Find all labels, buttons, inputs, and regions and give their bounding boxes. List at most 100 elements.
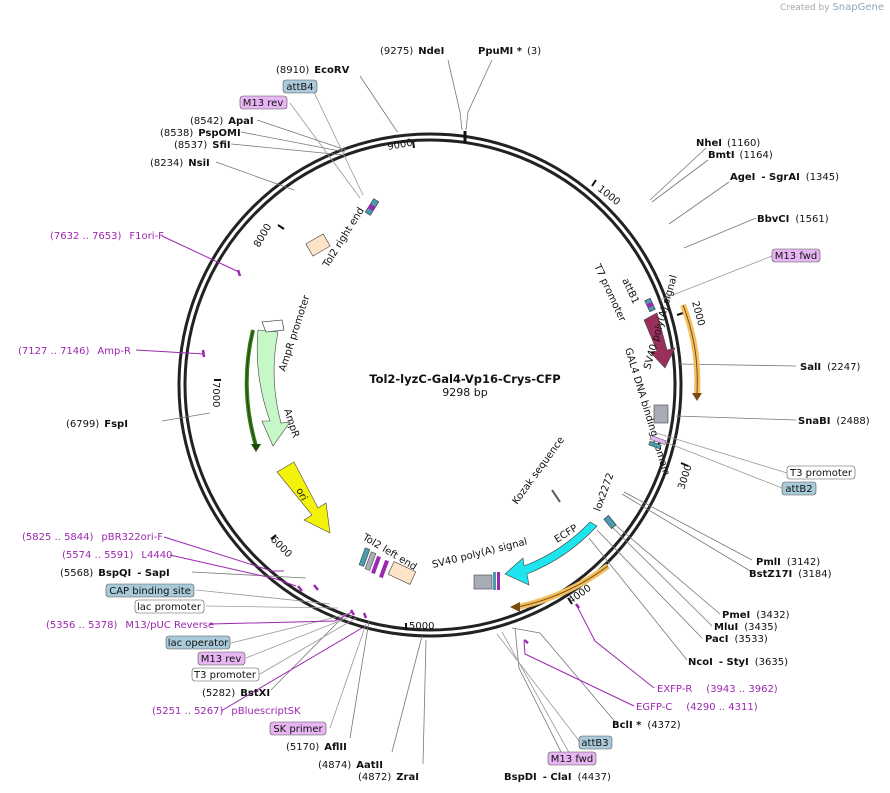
box-lac-operator: lac operator — [165, 635, 231, 650]
gal4-arrow — [643, 312, 676, 369]
svg-text:attB3: attB3 — [581, 738, 608, 749]
tick-8000: 8000 — [252, 222, 274, 250]
snapgene-credit: Created by SnapGene — [780, 2, 884, 13]
svg-text:T3 promoter: T3 promoter — [193, 670, 257, 681]
svg-text:M13 fwd: M13 fwd — [551, 754, 593, 765]
snapgene-logo: SnapGene — [832, 2, 884, 13]
svg-text:M13 rev: M13 rev — [201, 654, 242, 665]
box-m13fwd-right: M13 fwd — [771, 248, 821, 263]
tol2-right-box — [305, 233, 331, 257]
ampr-promoter-arrow — [261, 319, 285, 333]
box-m13rev-top: M13 rev — [239, 95, 288, 110]
site-aflii: (5170)AflII — [286, 742, 347, 753]
site-nhei: NheI(1160) — [696, 138, 760, 149]
primer-f1ori-f: (7632 .. 7653)F1ori-F — [50, 231, 164, 242]
box-sk-primer: SK primer — [269, 721, 327, 736]
ampr-promoter-label: AmpR promoter — [277, 293, 312, 373]
site-pmei: PmeI(3432) — [722, 610, 790, 621]
box-m13rev-bottom: M13 rev — [197, 651, 246, 666]
svg-text:attB2: attB2 — [785, 484, 812, 495]
site-pspomi: (8538)PspOMI — [160, 128, 241, 139]
boxed-labels: attB4 M13 rev M13 fwd T3 promoter attB2 … — [105, 79, 856, 766]
svg-text:attB4: attB4 — [286, 82, 313, 93]
tol2-right-label: Tol2 right end — [321, 206, 367, 271]
svg-text:T3 promoter: T3 promoter — [789, 468, 853, 479]
t7-label: T7 promoter — [591, 262, 628, 325]
site-bmti: BmtI(1164) — [708, 150, 773, 161]
sv40-bottom-box — [473, 574, 493, 590]
site-sfii: (8537)SfiI — [174, 140, 231, 151]
plasmid-name: Tol2-lyzC-Gal4-Vp16-Crys-CFP — [369, 372, 560, 386]
tol2-right-marks — [364, 198, 380, 216]
site-paci: PacI(3533) — [705, 634, 768, 645]
primer-l4440: (5574 .. 5591)L4440 — [62, 550, 172, 561]
site-labels: (9275)NdeI PpuMI *(3) (8910)EcoRV (8542)… — [60, 46, 870, 783]
site-bspqi: (5568)BspQI- SapI — [60, 568, 170, 579]
primer-pbluescriptsk: (5251 .. 5267)pBluescriptSK — [152, 706, 301, 717]
site-pmli: PmlI(3142) — [756, 557, 820, 568]
ori-arrow — [276, 461, 331, 534]
site-leaders — [161, 59, 797, 765]
ecfp-arrow — [504, 521, 598, 586]
site-nsii: (8234)NsiI — [150, 158, 210, 169]
tick-3000: 3000 — [676, 463, 694, 491]
primer-labels: (7632 .. 7653)F1ori-F (7127 .. 7146)Amp-… — [18, 231, 778, 717]
primer-marks — [201, 269, 580, 644]
svg-text:M13 fwd: M13 fwd — [775, 251, 817, 262]
ori-label: ori — [293, 486, 309, 503]
credit-prefix: Created by — [780, 3, 830, 13]
site-snabi: SnaBI(2488) — [798, 416, 870, 427]
svg-text:lac operator: lac operator — [168, 638, 229, 649]
svg-text:lac promoter: lac promoter — [137, 602, 202, 613]
box-t3-right: T3 promoter — [786, 465, 856, 480]
svg-text:SK primer: SK primer — [273, 724, 323, 735]
primer-leaders — [135, 235, 655, 712]
box-lac-promoter: lac promoter — [134, 599, 205, 614]
svg-text:CAP binding site: CAP binding site — [109, 586, 191, 597]
site-ncoi: NcoI- StyI(3635) — [688, 657, 788, 668]
tol2-left-box — [387, 561, 417, 585]
feature-leaders — [195, 87, 788, 759]
site-bcli: BclI *(4372) — [612, 720, 681, 731]
primer-m13-puc-reverse: (5356 .. 5378)M13/pUC Reverse — [46, 620, 214, 631]
site-bstz17i: BstZ17I(3184) — [749, 569, 832, 580]
site-bbvci: BbvCI(1561) — [757, 214, 829, 225]
ticks — [214, 140, 689, 630]
kozak-mark — [551, 489, 561, 503]
box-attb3: attB3 — [578, 735, 613, 750]
primer-egfp-c: EGFP-C(4290 .. 4311) — [636, 702, 758, 713]
site-sali: SalI(2247) — [800, 362, 860, 373]
site-zrai: (4872)ZraI — [358, 772, 419, 783]
tick-1000: 1000 — [595, 184, 622, 208]
site-ppumi: PpuMI *(3) — [478, 46, 541, 57]
tick-7000: 7000 — [210, 382, 221, 407]
primer-pbr322ori-f: (5825 .. 5844)pBR322ori-F — [22, 532, 163, 543]
box-attb4: attB4 — [282, 79, 318, 94]
ampr-arrow — [256, 329, 291, 447]
svg-text:M13 rev: M13 rev — [243, 98, 284, 109]
site-ecorv: (8910)EcoRV — [276, 65, 350, 76]
primer-exfp-r: EXFP-R(3943 .. 3962) — [657, 684, 778, 695]
features: Tol2 right end attB1 T7 promoter GAL4 DN… — [244, 198, 702, 612]
backbone-inner — [183, 138, 677, 632]
site-mlui: MluI(3435) — [714, 622, 778, 633]
tol2-left-marks — [358, 547, 389, 579]
backbone-outer — [177, 132, 683, 638]
attb1-label: attB1 — [619, 277, 640, 306]
kozak-label: Kozak sequence — [511, 435, 567, 507]
box-attb2: attB2 — [781, 481, 817, 496]
box-t3-bottom: T3 promoter — [191, 667, 260, 682]
primer-amp-r: (7127 .. 7146)Amp-R — [18, 346, 131, 357]
site-bspdi: BspDI- ClaI(4437) — [504, 772, 611, 783]
site-bstxi: (5282)BstXI — [202, 688, 270, 699]
tick-6000: 6000 — [268, 534, 294, 560]
tick-5000: 5000 — [409, 621, 434, 632]
site-agei: AgeI- SgrAI(1345) — [730, 172, 839, 183]
site-ndei: (9275)NdeI — [380, 46, 444, 57]
site-aatii: (4874)AatII — [318, 760, 383, 771]
site-fspi: (6799)FspI — [66, 419, 128, 430]
site-apai: (8542)ApaI — [190, 116, 254, 127]
box-cap: CAP binding site — [105, 583, 195, 598]
lox-label: lox2272 — [592, 472, 616, 513]
